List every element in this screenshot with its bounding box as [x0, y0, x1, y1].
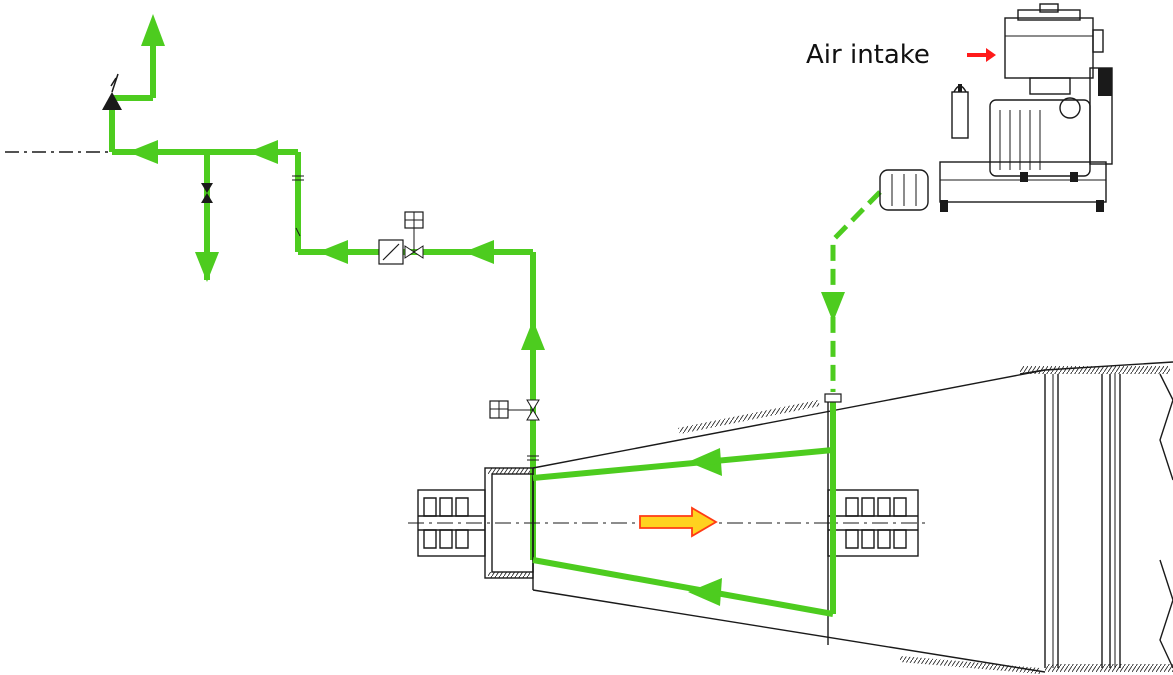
riser-valve-icon [489, 399, 540, 421]
main-flow-arrow [639, 506, 718, 538]
left-bearing-assembly [417, 467, 534, 579]
arrow-left-header-1 [128, 140, 158, 164]
gate-valve-icon [201, 183, 213, 203]
arrow-up-top-outlet [141, 14, 165, 46]
safety-valve-icon [102, 73, 122, 110]
arrow-left-lower-2 [464, 240, 494, 264]
hatched-band-lower [900, 656, 1040, 674]
inlet-fitting [824, 393, 842, 403]
intake-arrow-icon [967, 48, 996, 62]
blower-unit-icon [879, 3, 1113, 212]
hatched-band-right-top [1020, 366, 1170, 374]
arrow-left-header-2 [248, 140, 278, 164]
hatched-bearing-bottom [488, 572, 530, 578]
machine-housing [532, 361, 1173, 674]
arrow-down-branch [195, 252, 219, 282]
hatched-band-right-bottom [1045, 664, 1173, 672]
dashed-supply-line [830, 190, 882, 392]
pipe-joint-marks [292, 175, 539, 461]
control-valve-icon [378, 211, 424, 265]
hatched-band-upper [678, 400, 820, 434]
arrow-up-riser [521, 320, 545, 350]
pipe-network-cone [532, 400, 836, 617]
pipe-network-upper [109, 30, 536, 560]
hatched-bearing-top [488, 468, 530, 474]
air-intake-label: Air intake [806, 40, 930, 70]
flow-arrows [128, 14, 845, 606]
arrow-left-lower-1 [318, 240, 348, 264]
